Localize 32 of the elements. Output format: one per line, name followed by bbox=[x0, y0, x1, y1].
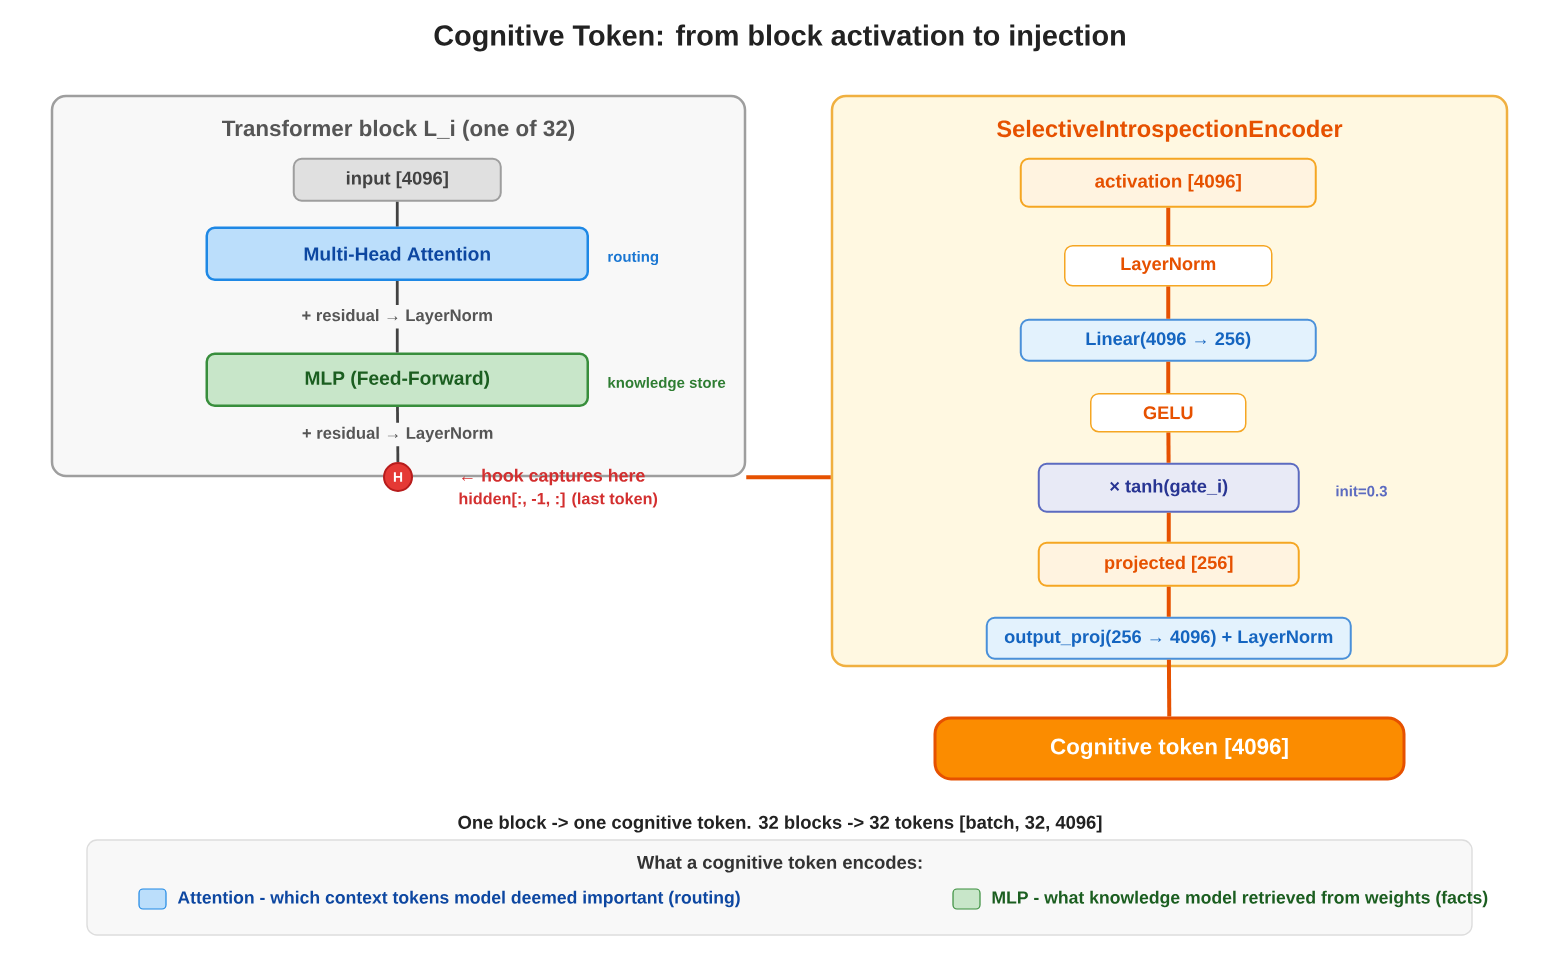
side-note: routing bbox=[608, 251, 659, 265]
legend-text: MLP - what knowledge model retrieved from weights (facts) bbox=[992, 890, 1488, 908]
connector bbox=[1166, 286, 1171, 319]
attention-box: Multi-Head Attention bbox=[205, 226, 589, 281]
side-note: hidden[:, -1, :] (last token) bbox=[459, 492, 658, 508]
connector bbox=[1166, 586, 1171, 617]
input-box: input [4096] bbox=[292, 157, 502, 202]
edge-label: + residual → LayerNorm bbox=[297, 305, 497, 329]
side-note: ← hook captures here bbox=[462, 468, 645, 486]
title: Cognitive Token: from block activation to injection bbox=[434, 24, 1125, 52]
connector bbox=[1166, 207, 1171, 245]
summary-note: One block -> one cognitive token. 32 blocks -> 32 tokens [batch, 32, 4096] bbox=[458, 815, 1102, 833]
connector bbox=[746, 475, 831, 480]
token-box: Cognitive token [4096] bbox=[933, 716, 1406, 781]
gate-box: × tanh(gate_i) bbox=[1037, 462, 1300, 513]
connector bbox=[1166, 432, 1171, 463]
activation-box: activation [4096] bbox=[1019, 157, 1317, 208]
layernorm-box: LayerNorm bbox=[1064, 245, 1273, 287]
connector bbox=[395, 201, 399, 227]
edge-label: + residual → LayerNorm bbox=[297, 422, 498, 447]
connector bbox=[1166, 512, 1171, 542]
gelu-box: GELU bbox=[1090, 393, 1247, 433]
side-note: knowledge store bbox=[608, 377, 726, 391]
linear-box: Linear(4096 → 256) bbox=[1019, 318, 1317, 362]
legend-heading: What a cognitive token encodes: bbox=[636, 855, 922, 873]
side-note: init=0.3 bbox=[1336, 485, 1387, 497]
legend-text: Attention - which context tokens model deemed important (routing) bbox=[177, 890, 740, 908]
projected-box: projected [256] bbox=[1037, 541, 1300, 587]
output-box: output_proj(256 → 4096) + LayerNorm bbox=[985, 616, 1352, 660]
connector bbox=[1166, 361, 1171, 393]
mlp-box: MLP (Feed-Forward) bbox=[205, 352, 589, 407]
connector bbox=[1166, 659, 1172, 717]
